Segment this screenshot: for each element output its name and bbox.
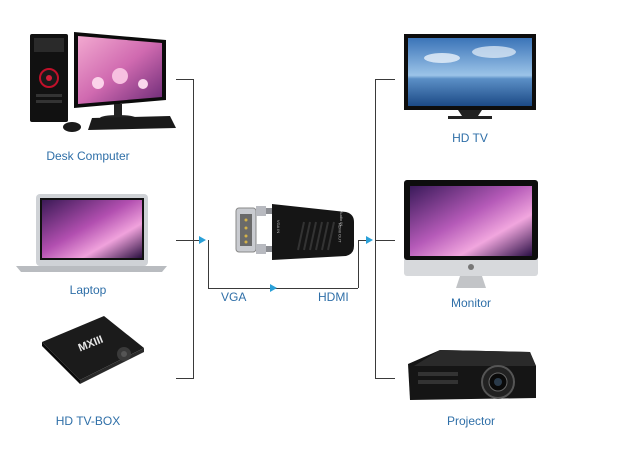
flow-left-down [208,240,209,288]
vga-to-hdmi-adapter-icon [235,204,354,260]
right-vertical-bus [375,79,376,379]
monitor-icon [404,180,538,288]
tv-box-label: HD TV-BOX [55,414,121,428]
projector-label: Projector [446,414,496,428]
laptop [14,192,169,272]
adapter-port-text-audio: Audio IN [339,210,345,227]
hdmi-label: HDMI [318,290,349,304]
right-top-connector [375,79,395,80]
laptop-icon [16,194,167,272]
laptop-label: Laptop [69,283,107,297]
flow-horizontal [208,288,358,289]
tv-box: MXIII [38,312,148,384]
left-top-connector [176,79,193,80]
monitor-label: Monitor [450,296,491,310]
projector [400,342,540,408]
left-vertical-bus [193,79,194,379]
left-input-arrow [199,236,206,244]
hd-tv-label: HD TV [452,131,488,145]
adapter-port-text-vga: VGA IN [276,219,282,234]
right-bottom-connector [375,378,395,379]
projector-icon [408,350,536,400]
tv-box-icon [42,316,144,384]
desktop-computer-icon [30,32,176,132]
right-mid-stub [358,240,368,241]
desk-computer [28,28,178,133]
desk-computer-label: Desk Computer [46,149,130,163]
vga-label: VGA [221,290,247,304]
left-mid-connector [176,240,200,241]
left-bottom-connector [176,378,193,379]
flow-arrow-vga [270,284,277,292]
hd-tv [402,30,538,122]
right-output-arrow [366,236,373,244]
right-mid-connector [375,240,395,241]
adapter: VGA IN HDMI OUT Audio IN [222,198,356,262]
monitor [402,178,540,290]
hd-tv-icon [404,34,536,119]
flow-right-up [358,240,359,288]
